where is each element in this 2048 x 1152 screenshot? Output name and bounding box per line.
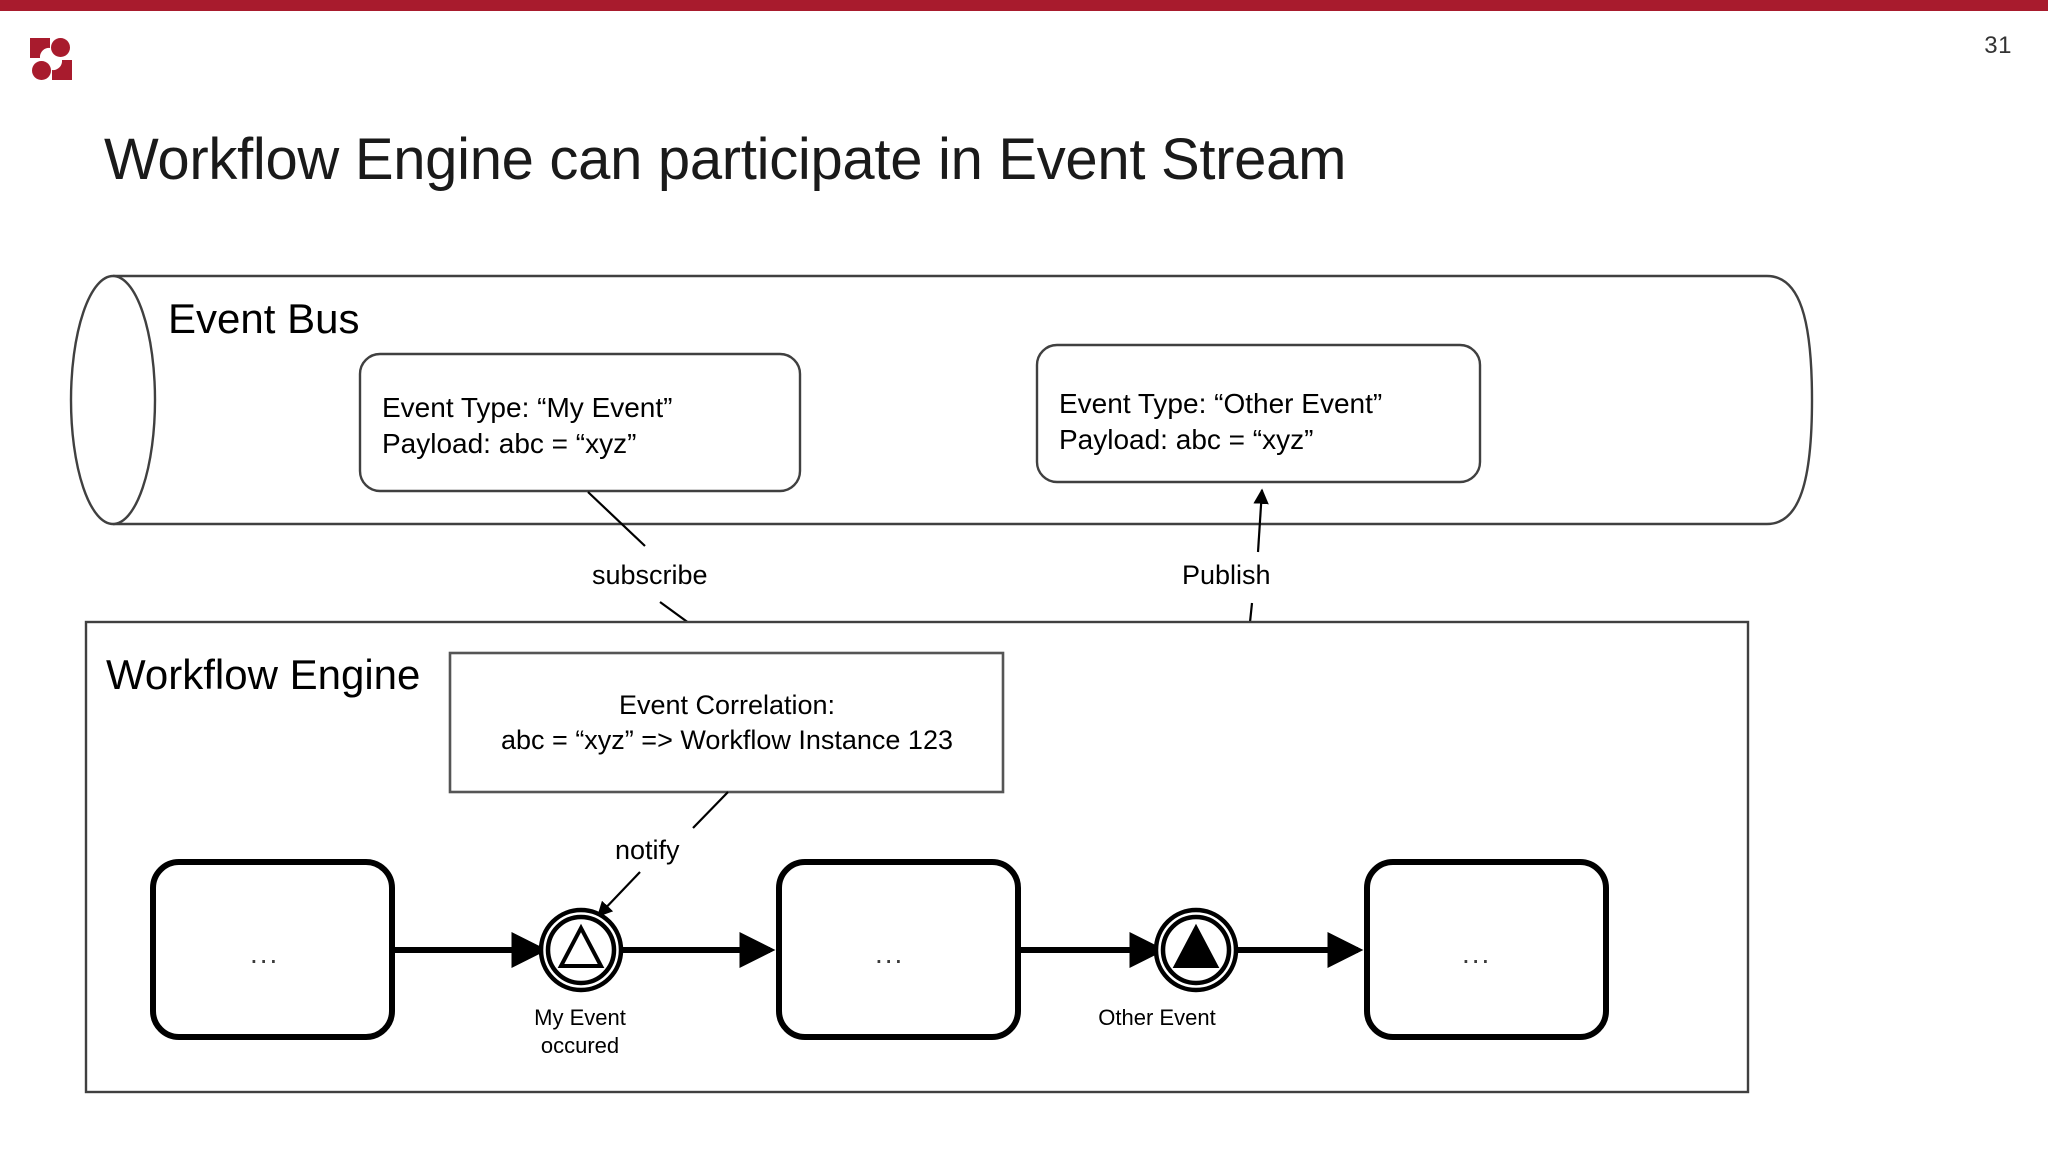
event-message-box-2 (1035, 343, 1482, 484)
bpmn-event-2-label: Other Event (1098, 1005, 1216, 1030)
accent-bar (0, 0, 2048, 11)
bpmn-event-other-event (1153, 907, 1239, 993)
event-message-2-line1: Event Type: “Other Event” (1059, 388, 1383, 419)
page-title: Workflow Engine can participate in Event… (104, 127, 1347, 192)
event-message-2-line2: Payload: abc = “xyz” (1059, 423, 1314, 455)
bpmn-process (150, 859, 1609, 1040)
event-correlation-line2: abc = “xyz” => Workflow Instance 123 (501, 724, 953, 755)
event-message-1-text: Event Type: “My Event” Payload: abc = “x… (382, 390, 673, 462)
camunda-logo (30, 38, 72, 80)
page-number: 31 (1984, 32, 2012, 59)
event-message-2-text: Event Type: “Other Event” Payload: abc =… (1059, 386, 1382, 458)
bpmn-task-3 (1364, 859, 1609, 1040)
bpmn-task-2-label: ... (875, 938, 905, 969)
bpmn-task-3-label: ... (1462, 938, 1492, 969)
event-correlation-text: Event Correlation: abc = “xyz” => Workfl… (451, 688, 1003, 757)
notify-label: notify (615, 835, 680, 865)
bpmn-event-1-label: My Event occured (480, 1004, 680, 1060)
notify-connector (596, 791, 729, 918)
event-message-1-line1: Event Type: “My Event” (382, 392, 673, 423)
event-message-1-line2: Payload: abc = “xyz” (382, 427, 637, 459)
bpmn-task-1-label: ... (250, 938, 280, 969)
subscribe-label: subscribe (592, 560, 708, 590)
event-correlation-line1: Event Correlation: (618, 690, 836, 720)
workflow-engine-label: Workflow Engine (106, 651, 421, 698)
bpmn-event-1-label-line1: My Event (534, 1005, 626, 1030)
bpmn-event-1-label-line2: occured (540, 1033, 620, 1059)
event-bus-label: Event Bus (168, 295, 360, 342)
bpmn-event-my-event (538, 907, 624, 993)
event-message-box-1 (358, 352, 802, 493)
publish-label: Publish (1182, 560, 1271, 590)
